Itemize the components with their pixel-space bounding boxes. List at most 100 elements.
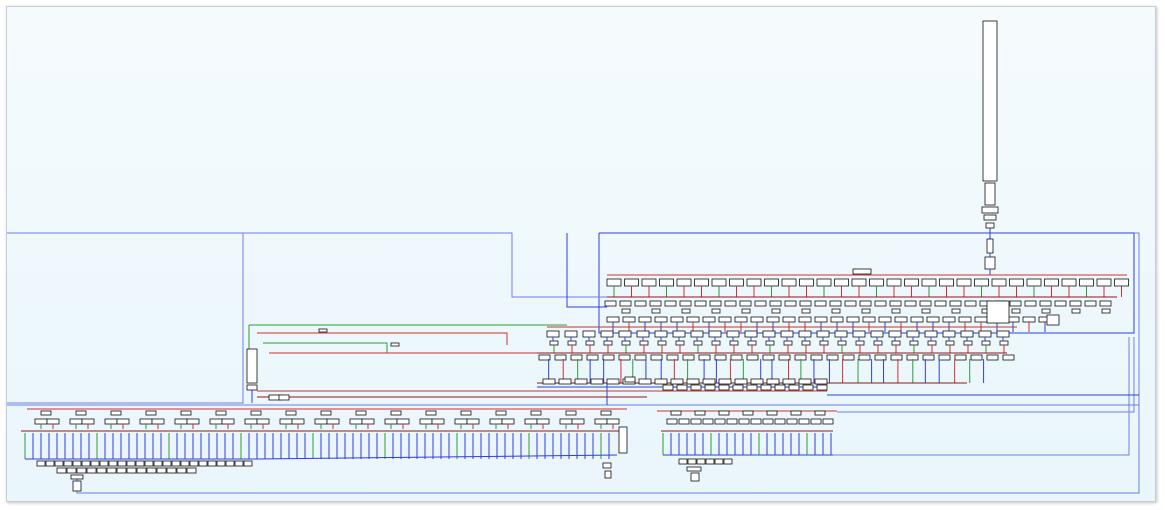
node-79[interactable] — [1009, 300, 1022, 307]
node-183[interactable] — [714, 354, 727, 361]
node-332[interactable] — [678, 418, 690, 425]
node-348[interactable] — [814, 410, 826, 416]
node-318[interactable] — [126, 467, 137, 474]
node-265[interactable] — [361, 418, 375, 425]
node-308[interactable] — [225, 460, 235, 467]
node-127[interactable] — [603, 340, 613, 346]
node-29[interactable] — [956, 278, 972, 287]
node-257[interactable] — [285, 410, 297, 416]
node-47[interactable] — [681, 308, 691, 314]
node-96[interactable] — [702, 316, 716, 323]
node-356[interactable] — [723, 458, 733, 465]
node-256[interactable] — [256, 418, 270, 425]
node-61[interactable] — [829, 300, 842, 307]
node-198[interactable] — [954, 354, 967, 361]
node-176[interactable] — [602, 354, 615, 361]
node-228[interactable] — [718, 384, 730, 391]
node-199[interactable] — [970, 354, 983, 361]
node-329[interactable] — [604, 470, 612, 479]
node-271[interactable] — [431, 418, 445, 425]
node-109[interactable] — [910, 316, 924, 323]
node-164[interactable] — [942, 330, 956, 338]
node-279[interactable] — [524, 418, 538, 425]
node-86[interactable] — [1071, 308, 1081, 314]
node-26[interactable] — [904, 278, 919, 287]
node-180[interactable] — [666, 354, 679, 361]
node-18[interactable] — [764, 278, 779, 287]
node-340[interactable] — [738, 418, 750, 425]
node-268[interactable] — [396, 418, 410, 425]
node-87[interactable] — [1084, 300, 1097, 307]
node-186[interactable] — [762, 354, 775, 361]
node-201[interactable] — [1002, 354, 1015, 361]
node-262[interactable] — [326, 418, 340, 425]
node-140[interactable] — [726, 330, 740, 338]
node-112[interactable] — [958, 316, 972, 323]
node-81[interactable] — [1024, 300, 1037, 307]
node-32[interactable] — [1009, 278, 1024, 287]
node-153[interactable] — [837, 340, 847, 346]
node-92[interactable] — [638, 316, 652, 323]
node-204[interactable] — [246, 348, 258, 384]
node-94[interactable] — [670, 316, 684, 323]
node-125[interactable] — [585, 340, 595, 346]
node-213[interactable] — [654, 378, 668, 385]
node-135[interactable] — [675, 340, 685, 346]
node-226[interactable] — [690, 384, 702, 391]
node-11[interactable] — [641, 278, 657, 287]
node-131[interactable] — [639, 340, 649, 346]
node-119[interactable] — [1046, 314, 1060, 326]
node-156[interactable] — [870, 330, 884, 338]
node-36[interactable] — [1079, 278, 1094, 287]
node-288[interactable] — [45, 460, 55, 467]
node-181[interactable] — [682, 354, 695, 361]
node-121[interactable] — [549, 340, 559, 346]
node-1[interactable] — [982, 20, 998, 182]
node-103[interactable] — [814, 316, 828, 323]
node-196[interactable] — [922, 354, 935, 361]
node-132[interactable] — [654, 330, 668, 338]
node-165[interactable] — [945, 340, 955, 346]
node-270[interactable] — [419, 418, 433, 425]
node-354[interactable] — [705, 458, 715, 465]
node-284[interactable] — [600, 410, 612, 416]
node-302[interactable] — [171, 460, 181, 467]
node-129[interactable] — [621, 340, 631, 346]
node-120[interactable] — [546, 330, 560, 338]
node-139[interactable] — [711, 340, 721, 346]
node-357[interactable] — [686, 466, 702, 472]
node-22[interactable] — [834, 278, 849, 287]
node-264[interactable] — [349, 418, 363, 425]
node-247[interactable] — [151, 418, 165, 425]
node-297[interactable] — [126, 460, 136, 467]
node-179[interactable] — [650, 354, 663, 361]
node-220[interactable] — [766, 378, 780, 385]
node-45[interactable] — [664, 300, 677, 307]
node-13[interactable] — [676, 278, 692, 287]
node-321[interactable] — [156, 467, 167, 474]
node-2[interactable] — [984, 182, 996, 206]
node-44[interactable] — [651, 308, 661, 314]
node-328[interactable] — [602, 462, 612, 469]
node-207[interactable] — [558, 378, 572, 385]
node-62[interactable] — [831, 308, 841, 314]
node-222[interactable] — [798, 378, 812, 385]
node-352[interactable] — [687, 458, 697, 465]
node-205[interactable] — [246, 384, 258, 391]
node-122[interactable] — [564, 330, 578, 338]
node-55[interactable] — [769, 300, 782, 307]
node-43[interactable] — [649, 300, 662, 307]
node-53[interactable] — [741, 308, 751, 314]
node-21[interactable] — [816, 278, 832, 287]
node-97[interactable] — [718, 316, 732, 323]
node-75[interactable] — [964, 300, 977, 307]
node-42[interactable] — [634, 300, 647, 307]
node-25[interactable] — [886, 278, 902, 287]
node-177[interactable] — [618, 354, 631, 361]
node-200[interactable] — [986, 354, 999, 361]
node-335[interactable] — [702, 418, 714, 425]
node-287[interactable] — [36, 460, 46, 467]
node-298[interactable] — [135, 460, 145, 467]
node-209[interactable] — [590, 378, 604, 385]
node-160[interactable] — [906, 330, 920, 338]
